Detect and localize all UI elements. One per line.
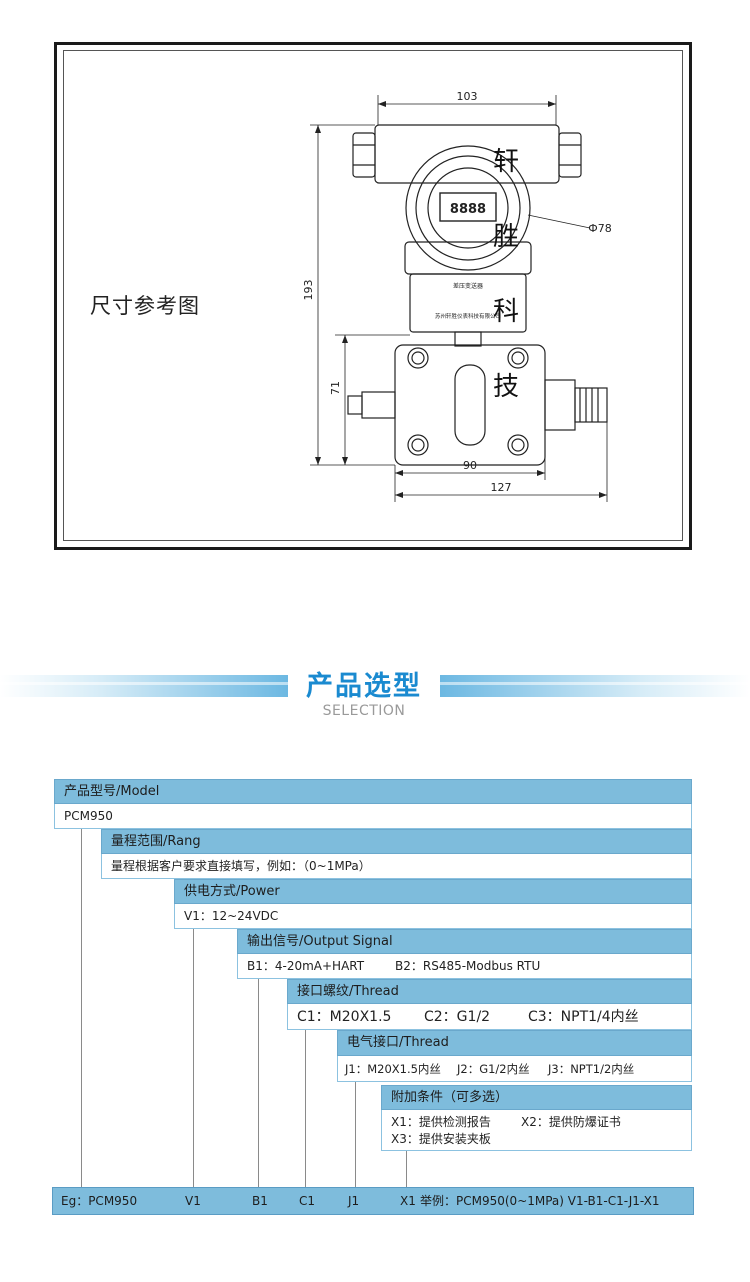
connector-thread — [305, 1030, 306, 1187]
dimension-drawing-label: 尺寸参考图 — [90, 294, 200, 318]
section-subtitle: SELECTION — [322, 703, 406, 719]
model-header: 产品型号/Model — [54, 779, 692, 804]
example-x: X1 — [400, 1194, 416, 1208]
heading-band-left — [0, 675, 288, 697]
nameplate-text: 差压变送器 — [453, 282, 483, 290]
company-text: 苏州轩胜仪表科技有限公司 — [435, 312, 501, 320]
thread-header: 接口螺纹/Thread — [287, 979, 692, 1004]
dim-71: 71 — [329, 381, 342, 395]
thread-value: C1：M20X1.5 C2：G1/2 C3：NPT1/4内丝 — [287, 1004, 692, 1030]
electrical-option-j1: J1：M20X1.5内丝 — [345, 1062, 441, 1076]
extra-option-x2: X2：提供防爆证书 — [521, 1115, 621, 1129]
connector-electrical — [355, 1082, 356, 1187]
dim-127: 127 — [491, 481, 512, 494]
heading-stripe-left — [0, 682, 288, 685]
extra-option-x3: X3：提供安装夹板 — [391, 1132, 491, 1146]
example-prefix: Eg：PCM950 — [61, 1194, 138, 1208]
transmitter-dimension-drawing: 103 8888 Ф78 差压变送器 苏州轩胜仪表科技有限公司 193 71 — [302, 90, 612, 502]
connector-output — [258, 979, 259, 1187]
electrical-value: J1：M20X1.5内丝 J2：G1/2内丝 J3：NPT1/2内丝 — [337, 1056, 692, 1082]
electrical-option-j3: J3：NPT1/2内丝 — [548, 1062, 635, 1076]
range-header: 量程范围/Rang — [101, 829, 692, 854]
thread-option-c2: C2：G1/2 — [424, 1009, 491, 1025]
connector-model — [81, 829, 82, 1187]
dim-103: 103 — [457, 90, 478, 103]
example-c: C1 — [299, 1194, 316, 1208]
extra-option-x1: X1：提供检测报告 — [391, 1115, 491, 1129]
thread-option-c3: C3：NPT1/4内丝 — [528, 1009, 639, 1025]
watermark-char-3: 科 — [493, 297, 519, 327]
electrical-header: 电气接口/Thread — [337, 1030, 692, 1056]
dim-90: 90 — [463, 459, 477, 472]
watermark-char-4: 技 — [493, 372, 519, 402]
lcd-display: 8888 — [450, 202, 486, 217]
example-v: V1 — [185, 1194, 201, 1208]
dim-diameter: Ф78 — [588, 222, 611, 235]
heading-stripe-right — [440, 682, 750, 685]
example-text: 举例：PCM950(0~1MPa) V1-B1-C1-J1-X1 — [420, 1194, 660, 1208]
output-option-b2: B2：RS485-Modbus RTU — [395, 959, 541, 973]
connector-extra — [406, 1151, 407, 1187]
section-title: 产品选型 — [306, 671, 422, 702]
model-value: PCM950 — [54, 804, 692, 829]
drawing-frame-inner — [63, 50, 683, 541]
electrical-option-j2: J2：G1/2内丝 — [457, 1062, 530, 1076]
range-value: 量程根据客户要求直接填写，例如：（0~1MPa） — [101, 854, 692, 879]
watermark-char-2: 胜 — [493, 222, 519, 252]
output-option-b1: B1：4-20mA+HART — [247, 959, 365, 973]
power-header: 供电方式/Power — [174, 879, 692, 904]
dim-193: 193 — [302, 280, 315, 301]
watermark-char-1: 轩 — [493, 147, 519, 177]
power-value: V1：12~24VDC — [174, 904, 692, 929]
output-header: 输出信号/Output Signal — [237, 929, 692, 954]
example-b: B1 — [252, 1194, 268, 1208]
example-bar: Eg：PCM950 V1 B1 C1 J1 X1 举例：PCM950(0~1MP… — [52, 1187, 694, 1215]
extra-header: 附加条件（可多选） — [381, 1085, 692, 1110]
thread-option-c1: C1：M20X1.5 — [297, 1009, 392, 1025]
output-value: B1：4-20mA+HART B2：RS485-Modbus RTU — [237, 954, 692, 979]
drawing-frame-outer — [54, 42, 692, 550]
extra-value: X1：提供检测报告 X2：提供防爆证书 X3：提供安装夹板 — [381, 1110, 692, 1151]
connector-power — [193, 929, 194, 1187]
heading-band-right — [440, 675, 750, 697]
example-j: J1 — [348, 1194, 360, 1208]
